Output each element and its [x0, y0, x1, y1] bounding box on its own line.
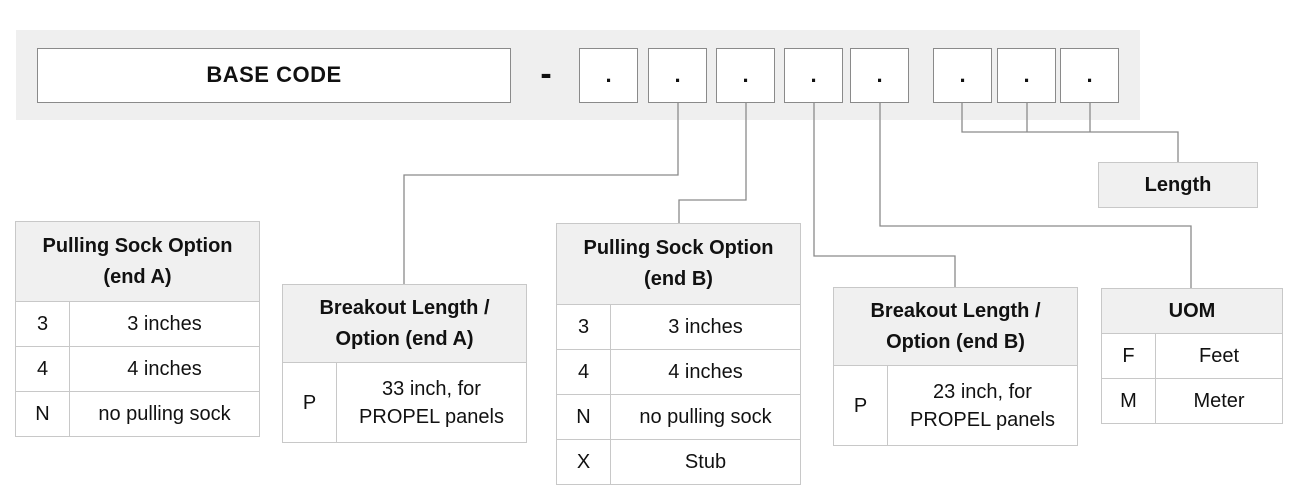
row-code: F — [1101, 333, 1156, 379]
row-desc: 33 inch, for PROPEL panels — [336, 362, 527, 443]
code-slot-4: . — [784, 48, 843, 103]
row-desc-line-2: PROPEL panels — [359, 405, 504, 428]
row-code: N — [15, 391, 70, 437]
row-desc: no pulling sock — [610, 394, 801, 440]
code-slot-length-3: . — [1060, 48, 1119, 103]
header-line-2: (end A) — [103, 265, 172, 288]
code-slot-3: . — [716, 48, 775, 103]
header-line-1: Breakout Length / — [319, 296, 490, 319]
row-code: P — [833, 365, 888, 446]
table-row: X Stub — [556, 439, 801, 485]
row-code: 4 — [556, 349, 611, 395]
row-desc: Meter — [1155, 378, 1283, 424]
code-slot-2: . — [648, 48, 707, 103]
row-code: M — [1101, 378, 1156, 424]
row-desc: 3 inches — [610, 304, 801, 350]
table-row: 3 3 inches — [556, 304, 801, 350]
row-desc-line-2: PROPEL panels — [910, 408, 1055, 431]
header-line-1: Pulling Sock Option — [42, 234, 233, 257]
header-line-1: Breakout Length / — [870, 299, 1041, 322]
header-line-1: Pulling Sock Option — [583, 237, 774, 259]
table-row: N no pulling sock — [556, 394, 801, 440]
row-desc: 23 inch, for PROPEL panels — [887, 365, 1078, 446]
row-code: 4 — [15, 346, 70, 392]
row-desc: no pulling sock — [69, 391, 260, 437]
code-slot-length-2: . — [997, 48, 1056, 103]
table-header: Pulling Sock Option (end B) — [556, 223, 801, 305]
table-row: 4 4 inches — [15, 346, 260, 392]
row-code: X — [556, 439, 611, 485]
table-pulling-sock-b: Pulling Sock Option (end B) 3 3 inches 4… — [556, 223, 801, 485]
table-uom: UOM F Feet M Meter — [1101, 288, 1283, 424]
table-header: Pulling Sock Option (end A) — [15, 221, 260, 302]
header-line-2: Option (end A) — [335, 327, 474, 350]
row-desc: 4 inches — [610, 349, 801, 395]
table-pulling-sock-a: Pulling Sock Option (end A) 3 3 inches 4… — [15, 221, 260, 437]
header-line-2: Option (end B) — [886, 330, 1025, 353]
row-code: P — [282, 362, 337, 443]
row-desc: Feet — [1155, 333, 1283, 379]
table-row: P 33 inch, for PROPEL panels — [282, 362, 527, 443]
table-row: F Feet — [1101, 333, 1283, 379]
row-desc-line-1: 23 inch, for — [933, 380, 1032, 403]
header-line-2: (end B) — [644, 268, 713, 290]
table-breakout-a: Breakout Length / Option (end A) P 33 in… — [282, 284, 527, 443]
code-dash: - — [540, 55, 552, 93]
table-row: 3 3 inches — [15, 301, 260, 347]
table-row: M Meter — [1101, 378, 1283, 424]
length-label-box: Length — [1098, 162, 1258, 208]
table-breakout-b: Breakout Length / Option (end B) P 23 in… — [833, 287, 1078, 446]
row-code: N — [556, 394, 611, 440]
base-code-box: BASE CODE — [37, 48, 511, 103]
row-desc: Stub — [610, 439, 801, 485]
table-header: Breakout Length / Option (end A) — [282, 284, 527, 363]
row-code: 3 — [15, 301, 70, 347]
table-row: P 23 inch, for PROPEL panels — [833, 365, 1078, 446]
row-desc: 3 inches — [69, 301, 260, 347]
connector-sock-b — [678, 103, 747, 224]
connector-breakout-b — [813, 103, 956, 287]
code-slot-length-1: . — [933, 48, 992, 103]
header-line-1: UOM — [1168, 299, 1216, 322]
row-desc: 4 inches — [69, 346, 260, 392]
code-slot-1: . — [579, 48, 638, 103]
row-code: 3 — [556, 304, 611, 350]
table-row: N no pulling sock — [15, 391, 260, 437]
table-header: UOM — [1101, 288, 1283, 334]
code-slot-5: . — [850, 48, 909, 103]
table-header: Breakout Length / Option (end B) — [833, 287, 1078, 366]
table-row: 4 4 inches — [556, 349, 801, 395]
row-desc-line-1: 33 inch, for — [382, 377, 481, 400]
